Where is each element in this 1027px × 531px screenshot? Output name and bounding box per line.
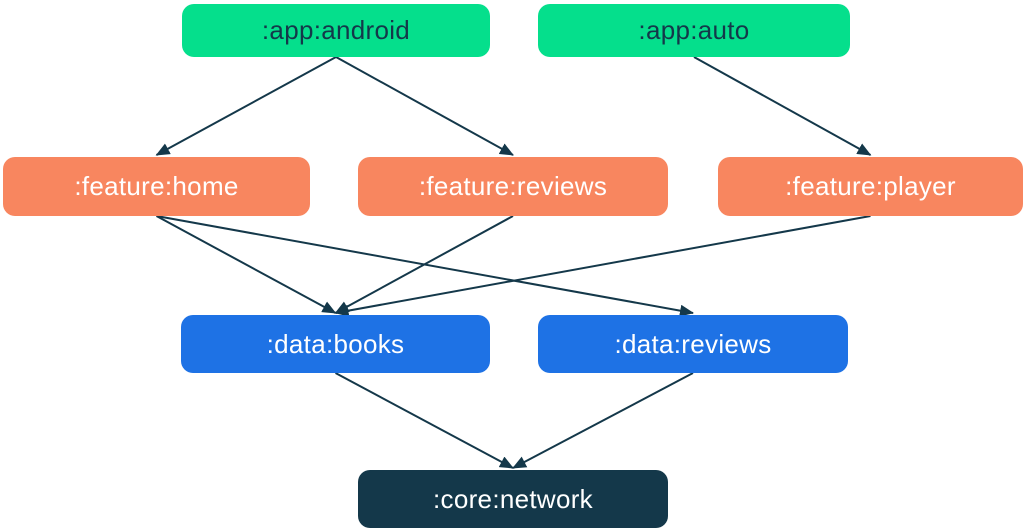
node-feature-home[interactable]: :feature:home xyxy=(3,157,310,216)
node-data-books[interactable]: :data:books xyxy=(181,315,490,373)
edge-data-reviews-to-core-network xyxy=(512,372,694,469)
edge-feature-reviews-to-data-books xyxy=(334,215,514,314)
node-feature-reviews[interactable]: :feature:reviews xyxy=(358,157,668,216)
edge-app-auto-to-feature-player xyxy=(693,56,872,156)
edge-data-books-to-core-network xyxy=(335,372,514,469)
edge-feature-player-to-data-books xyxy=(334,215,871,317)
node-app-android[interactable]: :app:android xyxy=(182,4,490,57)
node-app-auto[interactable]: :app:auto xyxy=(538,4,850,57)
edge-feature-home-to-data-reviews xyxy=(156,215,694,317)
node-core-network[interactable]: :core:network xyxy=(358,470,668,528)
node-data-reviews[interactable]: :data:reviews xyxy=(538,315,848,373)
edge-feature-home-to-data-books xyxy=(156,215,337,314)
node-feature-player[interactable]: :feature:player xyxy=(718,157,1023,216)
edge-app-android-to-feature-reviews xyxy=(335,56,514,156)
edge-app-android-to-feature-home xyxy=(155,56,337,156)
